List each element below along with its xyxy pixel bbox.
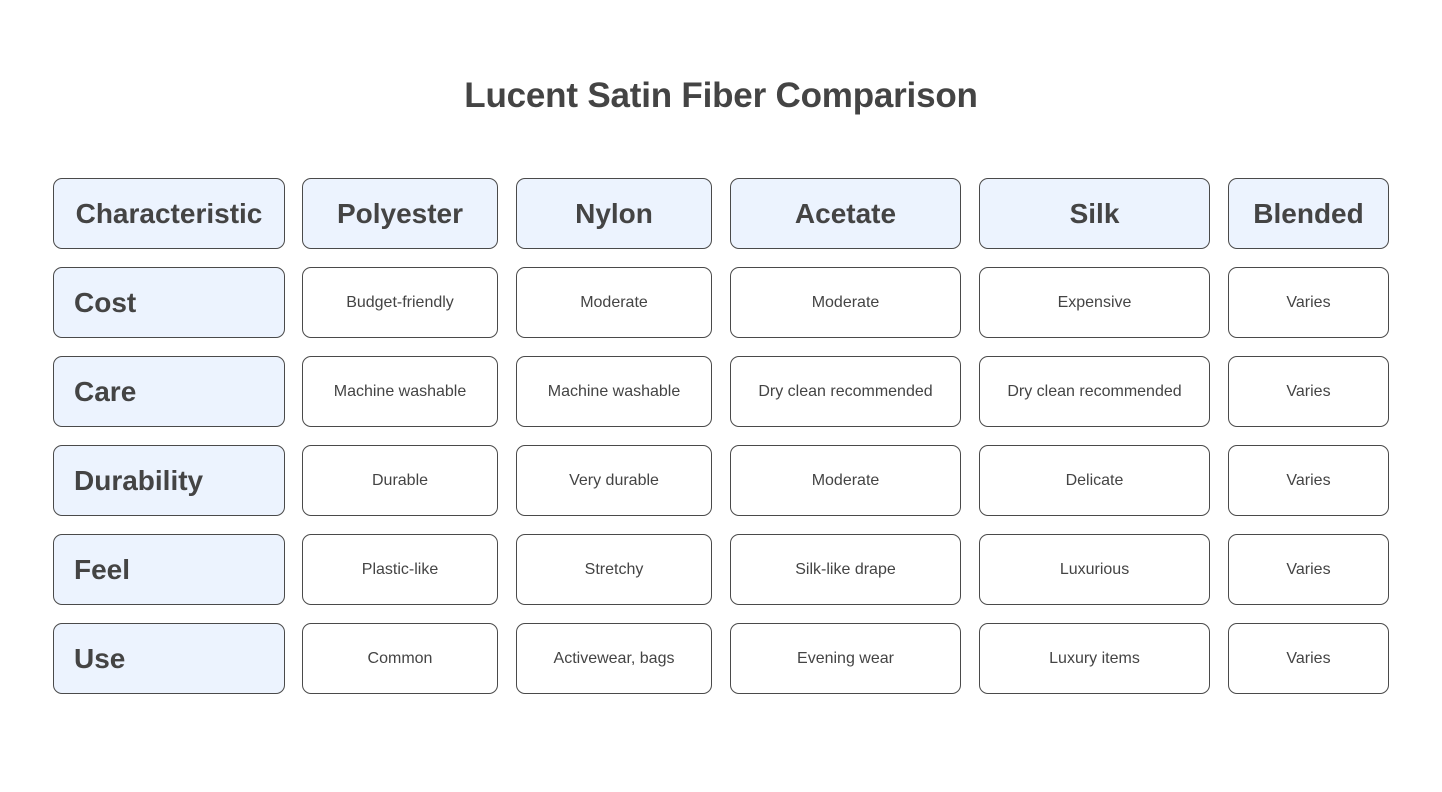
table-cell: Silk-like drape xyxy=(730,534,961,605)
table-cell: Very durable xyxy=(516,445,712,516)
column-header: Nylon xyxy=(516,178,712,249)
table-cell: Plastic-like xyxy=(302,534,498,605)
row-header: Durability xyxy=(53,445,285,516)
column-header: Characteristic xyxy=(53,178,285,249)
table-cell: Common xyxy=(302,623,498,694)
table-cell: Moderate xyxy=(516,267,712,338)
column-header: Silk xyxy=(979,178,1210,249)
row-header: Cost xyxy=(53,267,285,338)
table-cell: Varies xyxy=(1228,356,1389,427)
row-header: Use xyxy=(53,623,285,694)
table-cell: Budget-friendly xyxy=(302,267,498,338)
table-cell: Expensive xyxy=(979,267,1210,338)
table-cell: Machine washable xyxy=(516,356,712,427)
table-cell: Activewear, bags xyxy=(516,623,712,694)
column-header: Blended xyxy=(1228,178,1389,249)
page-title: Lucent Satin Fiber Comparison xyxy=(464,76,978,115)
table-cell: Durable xyxy=(302,445,498,516)
table-cell: Stretchy xyxy=(516,534,712,605)
table-cell: Varies xyxy=(1228,534,1389,605)
table-cell: Delicate xyxy=(979,445,1210,516)
column-header: Acetate xyxy=(730,178,961,249)
row-header: Feel xyxy=(53,534,285,605)
table-cell: Varies xyxy=(1228,267,1389,338)
table-cell: Luxury items xyxy=(979,623,1210,694)
table-cell: Varies xyxy=(1228,445,1389,516)
column-header: Polyester xyxy=(302,178,498,249)
row-header: Care xyxy=(53,356,285,427)
table-cell: Luxurious xyxy=(979,534,1210,605)
table-cell: Machine washable xyxy=(302,356,498,427)
table-cell: Dry clean recommended xyxy=(730,356,961,427)
table-cell: Evening wear xyxy=(730,623,961,694)
table-cell: Varies xyxy=(1228,623,1389,694)
table-cell: Dry clean recommended xyxy=(979,356,1210,427)
table-cell: Moderate xyxy=(730,445,961,516)
table-cell: Moderate xyxy=(730,267,961,338)
